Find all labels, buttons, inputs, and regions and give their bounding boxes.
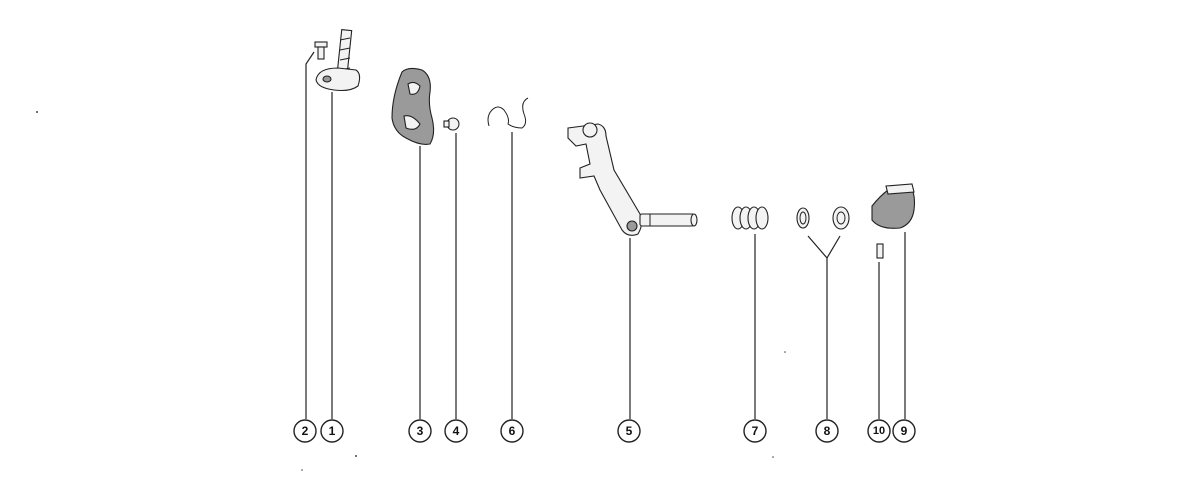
part-3-plate bbox=[391, 67, 435, 145]
callout-8: 8 bbox=[815, 419, 839, 443]
callout-6-label: 6 bbox=[509, 424, 516, 438]
callout-9: 9 bbox=[892, 419, 916, 443]
callout-8-label: 8 bbox=[824, 424, 831, 438]
callout-1: 1 bbox=[320, 419, 344, 443]
callout-10-label: 10 bbox=[873, 425, 885, 437]
speck bbox=[355, 455, 357, 457]
part-7-coil-spring bbox=[731, 206, 769, 230]
callout-5-label: 5 bbox=[626, 424, 633, 438]
speck bbox=[784, 351, 786, 353]
callout-9-label: 9 bbox=[901, 424, 908, 438]
part-9-knob bbox=[871, 183, 916, 229]
speck bbox=[301, 469, 303, 471]
callout-10: 10 bbox=[867, 419, 891, 443]
callout-1-label: 1 bbox=[329, 424, 336, 438]
callout-6: 6 bbox=[500, 419, 524, 443]
part-6-wire-spring bbox=[487, 97, 529, 129]
part-5-lever-arm bbox=[567, 122, 698, 236]
part-1-bracket-with-post bbox=[315, 29, 361, 92]
callout-3: 3 bbox=[408, 419, 432, 443]
callout-4-label: 4 bbox=[453, 424, 460, 438]
callout-5: 5 bbox=[617, 419, 641, 443]
callout-2-label: 2 bbox=[302, 424, 309, 438]
part-10-pin bbox=[876, 243, 884, 259]
callout-4: 4 bbox=[444, 419, 468, 443]
callout-7-label: 7 bbox=[752, 424, 759, 438]
speck bbox=[36, 111, 38, 113]
part-8-washers bbox=[796, 206, 850, 230]
speck bbox=[772, 456, 774, 458]
leader-lines bbox=[305, 51, 906, 419]
part-2-screw bbox=[314, 41, 328, 60]
callout-3-label: 3 bbox=[417, 424, 424, 438]
callout-7: 7 bbox=[743, 419, 767, 443]
part-4-nut bbox=[443, 117, 460, 131]
callout-2: 2 bbox=[293, 419, 317, 443]
